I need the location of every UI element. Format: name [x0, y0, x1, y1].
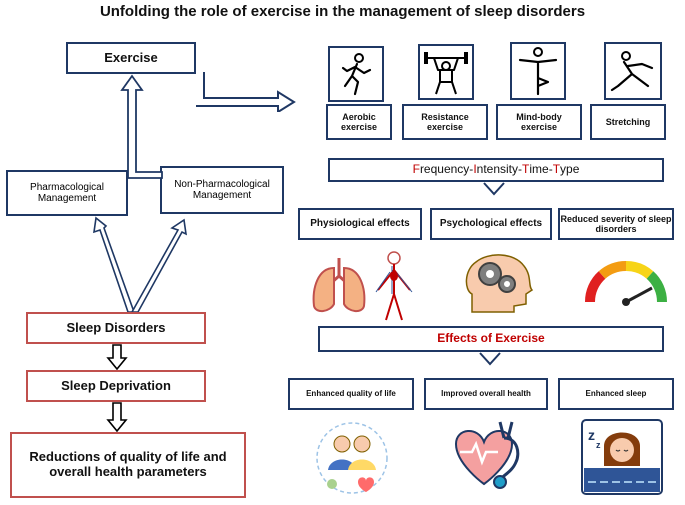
- heart-stethoscope-icon: [454, 421, 520, 489]
- circulatory-system-icon: [375, 251, 413, 321]
- diagram-title: Unfolding the role of exercise in the ma…: [99, 3, 586, 20]
- non-pharmacological-management-box: Non-Pharmacological Management: [160, 166, 284, 214]
- improved-overall-health-box: Improved overall health: [424, 378, 548, 410]
- aerobic-exercise-box: Aerobic exercise: [326, 104, 392, 140]
- fitt-letter-f: F: [412, 162, 420, 177]
- disorders-to-deprivation-arrow: [106, 344, 128, 370]
- resistance-exercise-box: Resistance exercise: [402, 104, 488, 140]
- reductions-quality-health-box: Reductions of quality of life and overal…: [10, 432, 246, 498]
- brain-gears-icon: [465, 254, 534, 313]
- fitt-rest-frequency: requency-: [419, 162, 474, 177]
- fitt-letter-t1: T: [522, 162, 530, 177]
- enhanced-quality-of-life-box: Enhanced quality of life: [288, 378, 414, 410]
- fitt-letter-t2: T: [552, 162, 561, 177]
- severity-gauge-icon: [584, 260, 668, 306]
- non-pharmacological-to-exercise-arrow: [120, 74, 163, 179]
- mind-body-exercise-box: Mind-body exercise: [496, 104, 582, 140]
- stretching-icon: [604, 42, 662, 100]
- enhanced-sleep-box: Enhanced sleep: [558, 378, 674, 410]
- svg-text:z: z: [588, 427, 595, 443]
- physiological-effects-box: Physiological effects: [298, 208, 422, 240]
- reduced-severity-box: Reduced severity of sleep disorders: [558, 208, 674, 240]
- sleep-disorders-to-management-arrows: [93, 216, 188, 313]
- fitt-rest-type: ype: [560, 162, 580, 177]
- fitt-rest-intensity: ntensity-: [476, 162, 523, 177]
- sleeping-person-icon: z z: [581, 419, 663, 495]
- svg-text:z: z: [596, 440, 601, 450]
- fitt-down-arrow: [483, 182, 505, 196]
- effects-down-arrow: [479, 352, 501, 366]
- running-person-icon: [328, 46, 384, 102]
- lungs-icon: [312, 258, 366, 312]
- yoga-pose-icon: [510, 42, 566, 100]
- fitt-rest-time: ime-: [529, 162, 553, 177]
- weightlifter-icon: [418, 44, 474, 100]
- fitt-letter-i: I: [473, 162, 477, 177]
- effects-of-exercise-box: Effects of Exercise: [318, 326, 664, 352]
- family-wellbeing-icon: [316, 422, 388, 494]
- sleep-disorders-box: Sleep Disorders: [26, 312, 206, 344]
- stretching-box: Stretching: [590, 104, 666, 140]
- exercise-to-types-arrow: [196, 72, 296, 112]
- pharmacological-management-box: Pharmacological Management: [6, 170, 128, 216]
- deprivation-to-reductions-arrow: [106, 402, 128, 432]
- exercise-box: Exercise: [66, 42, 196, 74]
- psychological-effects-box: Psychological effects: [430, 208, 552, 240]
- sleep-deprivation-box: Sleep Deprivation: [26, 370, 206, 402]
